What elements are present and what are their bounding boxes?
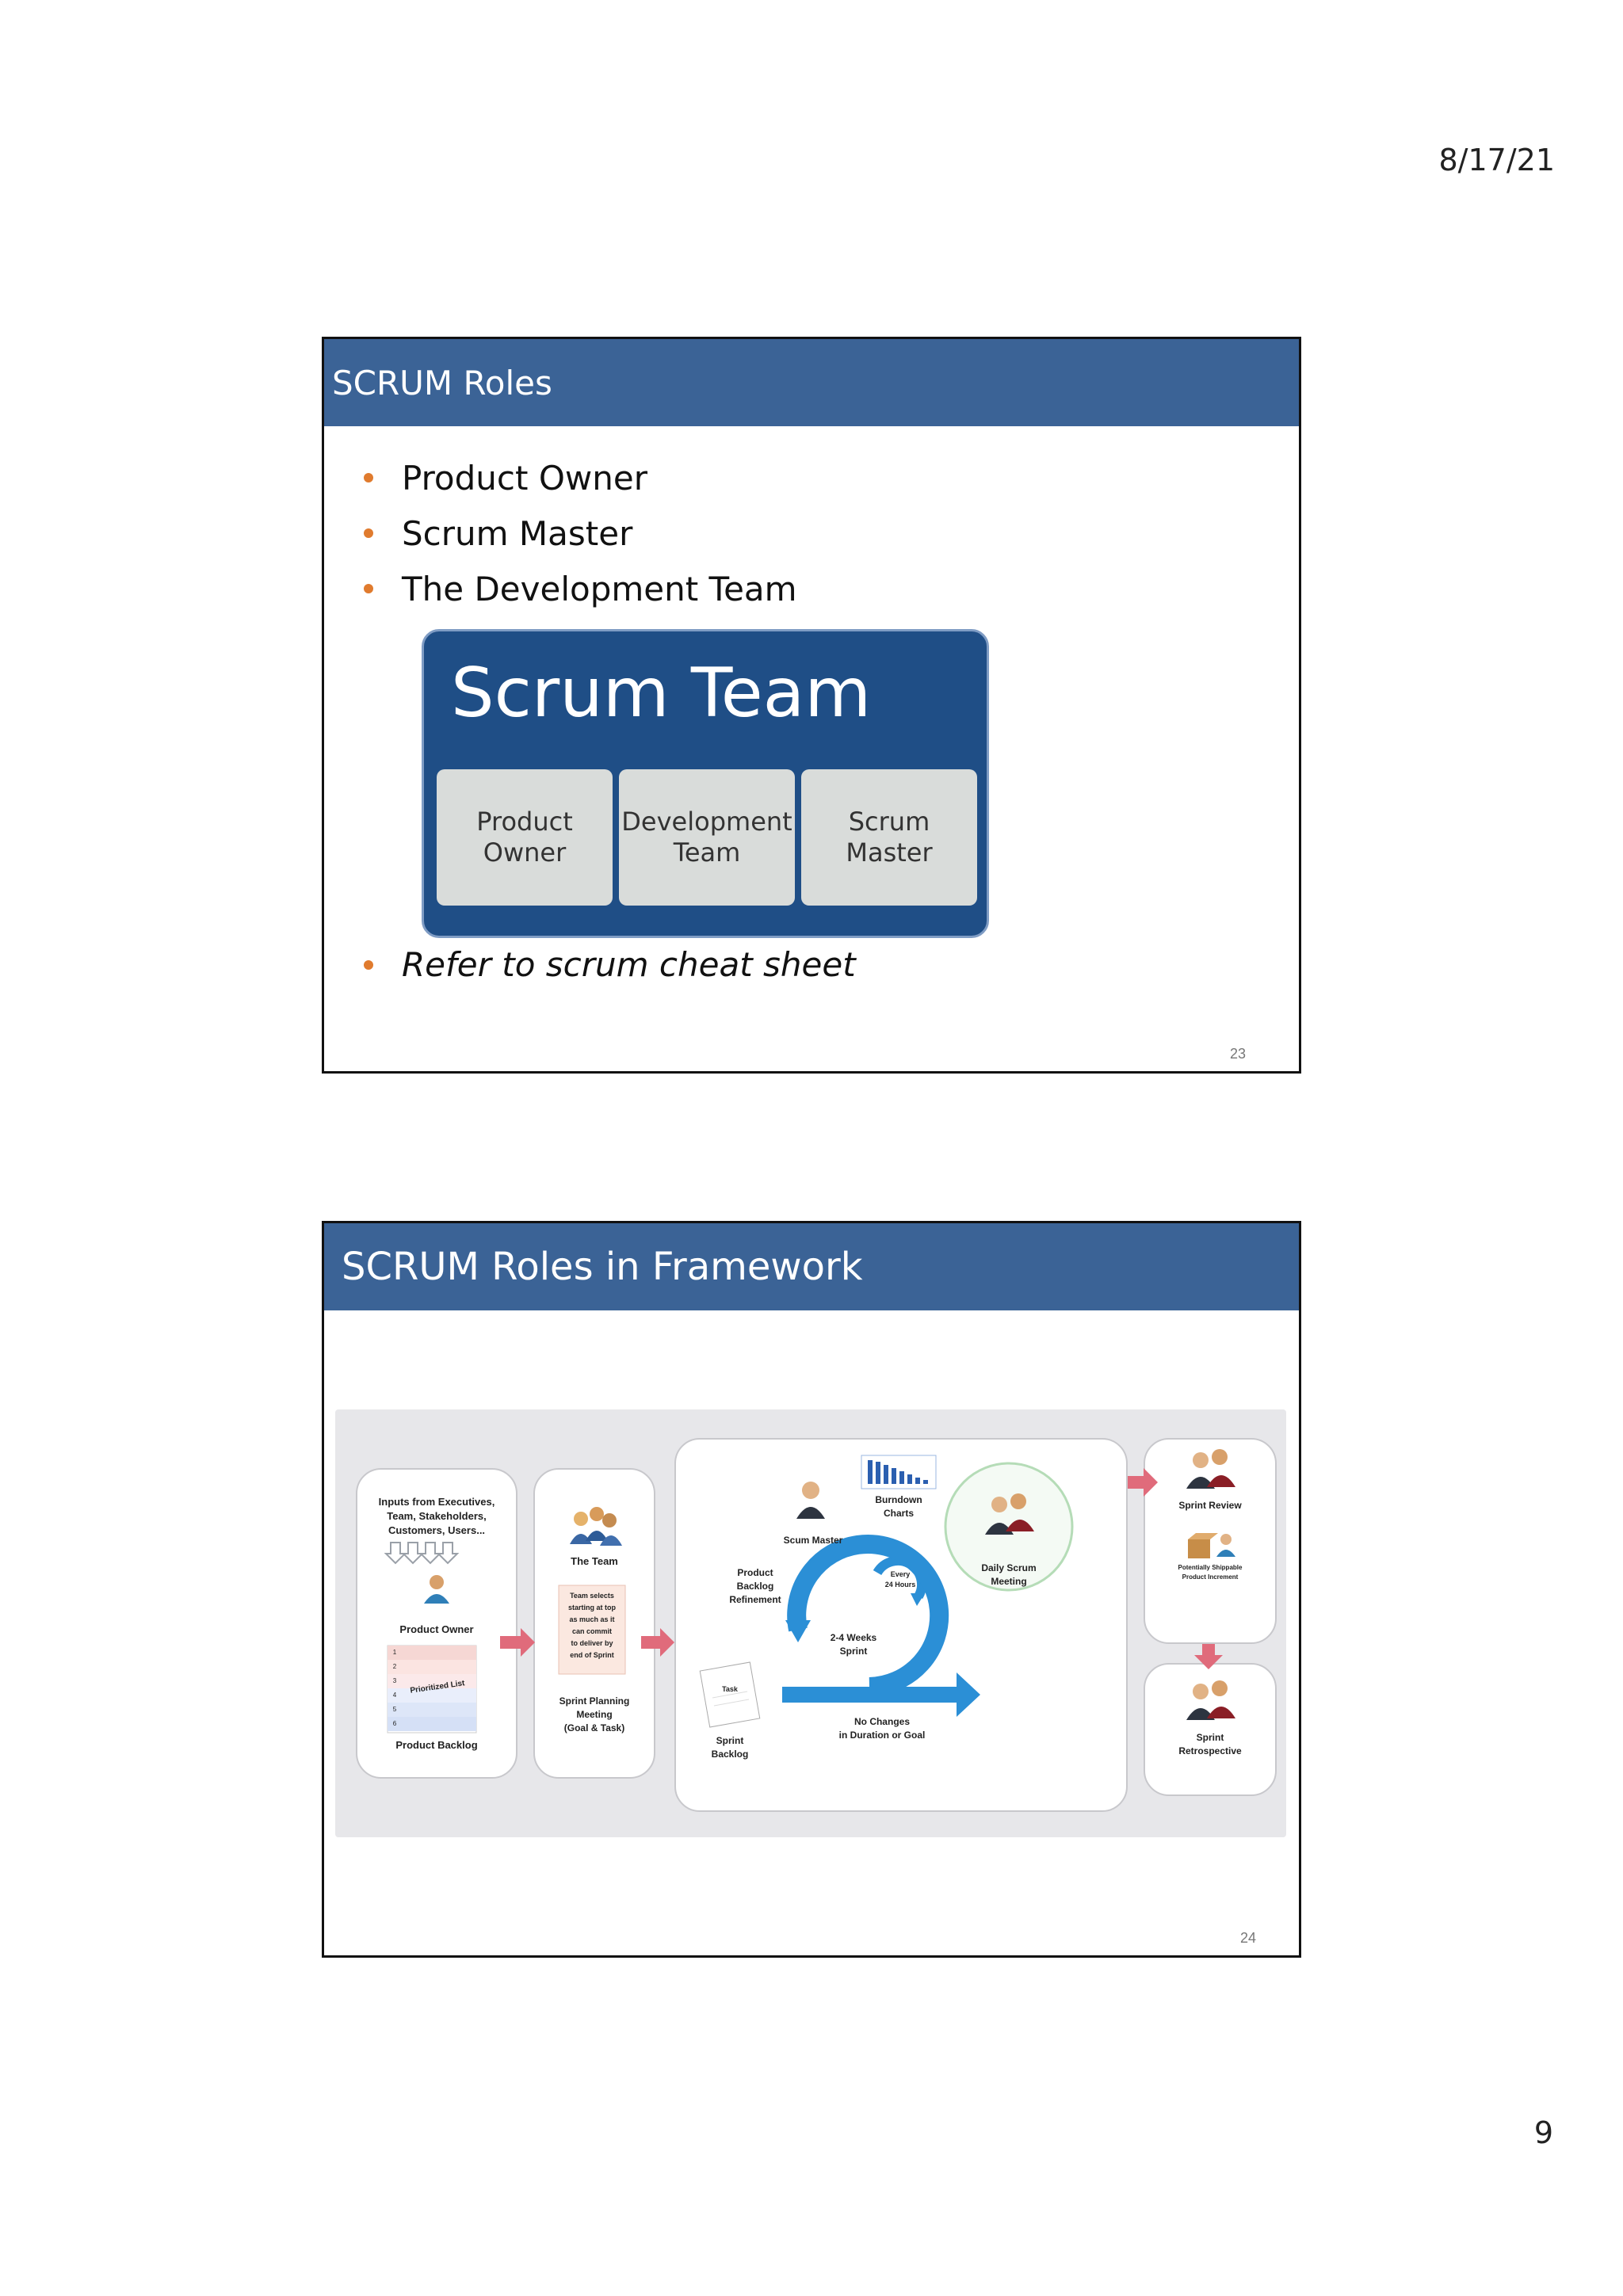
refer-note: Refer to scrum cheat sheet [364, 945, 856, 984]
bullet-icon [364, 528, 373, 538]
inputs-label: Inputs from Executives, Team, Stakeholde… [359, 1495, 514, 1538]
bullet-list: Product Owner Scrum Master The Developme… [364, 450, 797, 616]
bullet-icon [364, 473, 373, 482]
scrum-team-title: Scrum Team [451, 654, 871, 733]
bullet-text: Product Owner [402, 459, 647, 498]
daily-scrum-label: Daily Scrum Meeting [969, 1562, 1048, 1589]
slide-scrum-framework: SCRUM Roles in Framework [322, 1221, 1301, 1958]
no-changes-label: No Changes in Duration or Goal [811, 1715, 953, 1742]
bullet-item: Scrum Master [364, 505, 797, 561]
role-box-scrum-master: Scrum Master [801, 769, 977, 906]
sprint-review-label: Sprint Review [1147, 1500, 1274, 1511]
backlog-number-1: 1 [391, 1646, 399, 1660]
increment-label: Potentially Shippable Product Increment [1147, 1563, 1274, 1582]
product-owner-icon [424, 1575, 449, 1604]
task-label: Task [714, 1685, 746, 1693]
every-24-hours-label: Every 24 Hours [880, 1569, 920, 1590]
team-selects-label: Team selects starting at top as much as … [559, 1590, 625, 1661]
bullet-icon [364, 584, 373, 593]
bullet-text: Scrum Master [402, 514, 632, 553]
sprint-review-people-icon [1186, 1449, 1235, 1489]
sprint-planning-label: Sprint Planning Meeting (Goal & Task) [537, 1695, 652, 1735]
input-arrows-icon [386, 1543, 457, 1563]
backlog-number-2: 2 [391, 1660, 399, 1674]
product-increment-icon [1188, 1533, 1235, 1558]
task-note-icon [700, 1662, 760, 1727]
page-date: 8/17/21 [1439, 143, 1556, 177]
bullet-text: The Development Team [402, 570, 797, 608]
bullet-item: The Development Team [364, 561, 797, 616]
bullet-icon [364, 960, 373, 970]
backlog-number-4: 4 [391, 1688, 399, 1703]
scrum-framework-diagram: Inputs from Executives, Team, Stakeholde… [335, 1409, 1286, 1837]
sprint-duration-label: 2-4 Weeks Sprint [822, 1631, 885, 1658]
role-box-development-team: Development Team [619, 769, 795, 906]
burndown-label: Burndown Charts [863, 1493, 934, 1520]
backlog-number-5: 5 [391, 1703, 399, 1717]
refinement-label: Product Backlog Refinement [716, 1566, 795, 1607]
scrum-team-diagram: Scrum Team Product Owner Development Tea… [422, 629, 989, 938]
backlog-number-3: 3 [391, 1674, 399, 1688]
sprint-backlog-label: Sprint Backlog [700, 1734, 760, 1761]
team-icon [570, 1507, 622, 1546]
burndown-chart-icon [861, 1455, 936, 1489]
slide-number: 24 [1240, 1930, 1256, 1947]
slide-title: SCRUM Roles [324, 339, 1299, 426]
the-team-label: The Team [537, 1555, 652, 1567]
role-box-product-owner: Product Owner [437, 769, 613, 906]
slide-number: 23 [1230, 1046, 1246, 1062]
slide-title: SCRUM Roles in Framework [324, 1223, 1299, 1310]
product-owner-label: Product Owner [359, 1623, 514, 1635]
scrum-master-label: Scum Master [769, 1535, 857, 1546]
page-number: 9 [1534, 2115, 1553, 2150]
retrospective-people-icon [1186, 1680, 1235, 1720]
scrum-master-icon [796, 1482, 825, 1519]
slide-scrum-roles: SCRUM Roles Product Owner Scrum Master T… [322, 337, 1301, 1074]
retrospective-label: Sprint Retrospective [1147, 1731, 1274, 1758]
product-backlog-label: Product Backlog [359, 1739, 514, 1751]
bullet-item: Product Owner [364, 450, 797, 505]
backlog-number-6: 6 [391, 1717, 399, 1731]
